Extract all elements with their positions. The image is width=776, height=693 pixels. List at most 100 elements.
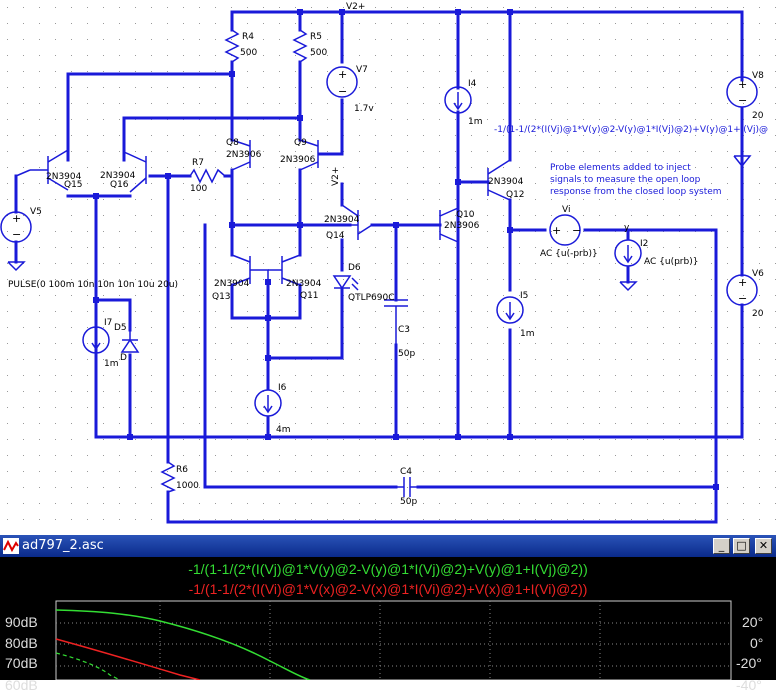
resistor-r7[interactable]: R7 100 xyxy=(189,158,226,194)
v5-name: V5 xyxy=(30,207,42,217)
r5-name: R5 xyxy=(310,32,322,42)
capacitor-c4[interactable]: C4 50p xyxy=(396,467,418,507)
waveform-app-icon xyxy=(3,538,19,554)
transistor-q8[interactable]: Q8 2N3906 xyxy=(226,138,262,171)
voltage-source-vi[interactable]: + − Vi AC {u(-prb)} xyxy=(540,205,598,259)
capacitor-c3[interactable]: C3 50p xyxy=(384,299,415,359)
q13-name: Q13 xyxy=(212,292,231,302)
r4-value: 500 xyxy=(240,48,257,58)
q14-name: Q14 xyxy=(326,231,345,241)
expression-directive[interactable]: -1/(1-1/(2*(I(Vj)@1*V(y)@2-V(y)@1*I(Vj)@… xyxy=(494,125,768,135)
window-titlebar[interactable]: ad797_2.asc _ □ ✕ xyxy=(0,535,776,557)
junctions xyxy=(93,9,719,490)
wires xyxy=(14,10,744,524)
comment-line-3[interactable]: response from the closed loop system xyxy=(550,187,722,197)
svg-text:−: − xyxy=(738,94,747,107)
transistor-q15[interactable]: 2N3904 Q15 xyxy=(15,149,83,191)
q9-name: Q9 xyxy=(294,138,307,148)
close-button[interactable]: ✕ xyxy=(755,538,772,554)
d6-value: QTLP690C xyxy=(348,293,395,303)
i7-value: 1m xyxy=(104,359,119,369)
q10-model: 2N3906 xyxy=(444,221,480,231)
transistor-q14[interactable]: 2N3904 Q14 xyxy=(324,204,373,241)
q16-model: 2N3904 xyxy=(100,171,136,181)
current-source-i5[interactable]: I5 1m xyxy=(496,291,535,339)
c3-name: C3 xyxy=(398,325,410,335)
i4-name: I4 xyxy=(468,79,477,89)
c4-value: 50p xyxy=(400,497,417,507)
transistor-q12[interactable]: 2N3904 Q12 xyxy=(487,159,525,201)
diode-d6[interactable]: D6 QTLP690C xyxy=(332,263,395,303)
current-source-i2[interactable]: I2 AC {u(prb)} xyxy=(614,239,698,292)
resistor-r6[interactable]: R6 1000 xyxy=(160,461,199,493)
r5-value: 500 xyxy=(310,48,327,58)
r6-value: 1000 xyxy=(176,481,199,491)
v7-value: 1.7v xyxy=(354,104,374,114)
pulse-source-label[interactable]: PULSE(0 100m 10n 10n 10n 10u 20u) xyxy=(8,280,178,290)
current-source-i4[interactable]: I4 1m xyxy=(444,79,483,127)
comment-line-1[interactable]: Probe elements added to inject xyxy=(550,163,691,173)
resistor-r4[interactable]: R4 500 xyxy=(224,29,257,63)
trace-green-magnitude xyxy=(55,609,311,680)
waveform-window[interactable]: ad797_2.asc _ □ ✕ -1/(1-1/(2*(I(Vj)@1*V(… xyxy=(0,535,776,693)
schematic-canvas[interactable]: R4 500 R5 500 R7 100 R6 1000 + − V5 PULS… xyxy=(0,0,776,535)
diode-d5[interactable]: D5 D xyxy=(114,323,140,363)
svg-text:+: + xyxy=(12,212,21,225)
y-right-tick: 20° xyxy=(742,614,764,630)
plot-canvas[interactable] xyxy=(0,557,776,680)
net-label-v2-top[interactable]: V2+ xyxy=(346,2,365,12)
d6-name: D6 xyxy=(348,263,361,273)
transistor-q11[interactable]: 2N3904 Q11 xyxy=(268,254,322,301)
v7-name: V7 xyxy=(356,65,368,75)
minimize-button[interactable]: _ xyxy=(713,538,730,554)
q8-name: Q8 xyxy=(226,138,239,148)
maximize-button[interactable]: □ xyxy=(733,538,750,554)
voltage-source-v8[interactable]: + − V8 20 xyxy=(726,71,764,168)
trace-title-red[interactable]: -1/(1-1/(2*(I(Vi)@1*V(x)@2-V(x)@1*I(Vi)@… xyxy=(188,581,588,597)
net-label-v2-q14[interactable]: V2+ xyxy=(331,167,341,186)
trace-title-green[interactable]: -1/(1-1/(2*(I(Vj)@1*V(y)@2-V(y)@1*I(Vj)@… xyxy=(188,561,588,577)
resistor-r5[interactable]: R5 500 xyxy=(292,29,327,63)
r7-value: 100 xyxy=(190,184,207,194)
i2-value: AC {u(prb)} xyxy=(644,257,698,267)
q11-model: 2N3904 xyxy=(286,279,322,289)
voltage-source-v6[interactable]: + − V6 20 xyxy=(726,269,764,319)
current-source-i7[interactable]: I7 1m xyxy=(82,318,119,369)
voltage-source-v7[interactable]: + − V7 1.7v xyxy=(326,65,374,114)
plot-pane[interactable]: -1/(1-1/(2*(I(Vj)@1*V(y)@2-V(y)@1*I(Vj)@… xyxy=(0,557,776,693)
i6-value: 4m xyxy=(276,425,291,435)
q13-model: 2N3904 xyxy=(214,279,250,289)
i6-name: I6 xyxy=(278,383,287,393)
svg-text:+: + xyxy=(738,78,747,91)
node-label-y[interactable]: y xyxy=(624,223,630,233)
i7-name: I7 xyxy=(104,318,112,328)
q10-name: Q10 xyxy=(456,210,475,220)
d5-value: D xyxy=(120,353,127,363)
d5-name: D5 xyxy=(114,323,127,333)
transistor-q10[interactable]: Q10 2N3906 xyxy=(439,207,480,243)
voltage-source-v5[interactable]: + − V5 xyxy=(0,207,42,272)
q16-name: Q16 xyxy=(110,180,129,190)
q11-name: Q11 xyxy=(300,291,319,301)
r4-name: R4 xyxy=(242,32,254,42)
c4-name: C4 xyxy=(400,467,412,477)
vi-value: AC {u(-prb)} xyxy=(540,249,598,259)
y-right-tick: -20° xyxy=(736,655,762,671)
comment-line-2[interactable]: signals to measure the open loop xyxy=(550,175,701,185)
y-left-tick: 70dB xyxy=(5,655,38,671)
q8-model: 2N3906 xyxy=(226,150,262,160)
trace-red-magnitude xyxy=(55,638,201,680)
svg-text:−: − xyxy=(12,228,21,241)
transistor-q16[interactable]: 2N3904 Q16 xyxy=(100,151,147,193)
transistor-q9[interactable]: Q9 2N3906 xyxy=(280,138,319,171)
v6-name: V6 xyxy=(752,269,764,279)
i4-value: 1m xyxy=(468,117,483,127)
current-source-i6[interactable]: I6 4m xyxy=(254,383,291,435)
c3-value: 50p xyxy=(398,349,415,359)
i5-value: 1m xyxy=(520,329,535,339)
svg-text:+: + xyxy=(338,68,347,81)
y-left-tick: 90dB xyxy=(5,614,38,630)
i2-name: I2 xyxy=(640,239,648,249)
svg-text:+: + xyxy=(552,224,561,237)
trace-green-phase xyxy=(55,652,121,680)
